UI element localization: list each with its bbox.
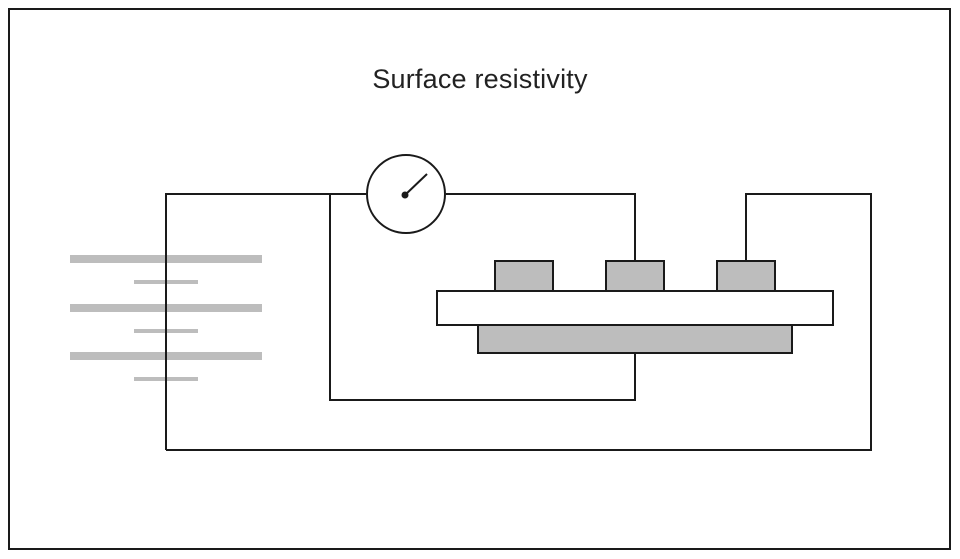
wire-meter-to-center-electrode (446, 193, 636, 261)
test-specimen (436, 290, 834, 326)
diagram-title: Surface resistivity (372, 64, 588, 94)
meter-needle (404, 173, 428, 196)
left-top-electrode (494, 260, 554, 292)
right-top-electrode (716, 260, 776, 292)
meter-pivot (401, 191, 409, 199)
wire-return-to-right-electrode (166, 193, 872, 451)
center-top-electrode (605, 260, 665, 292)
bottom-electrode (477, 324, 793, 354)
ammeter-dial-icon (366, 154, 446, 234)
wire-guard-to-bottom-electrode (329, 194, 636, 401)
wire-battery-to-meter-junction (165, 193, 330, 450)
